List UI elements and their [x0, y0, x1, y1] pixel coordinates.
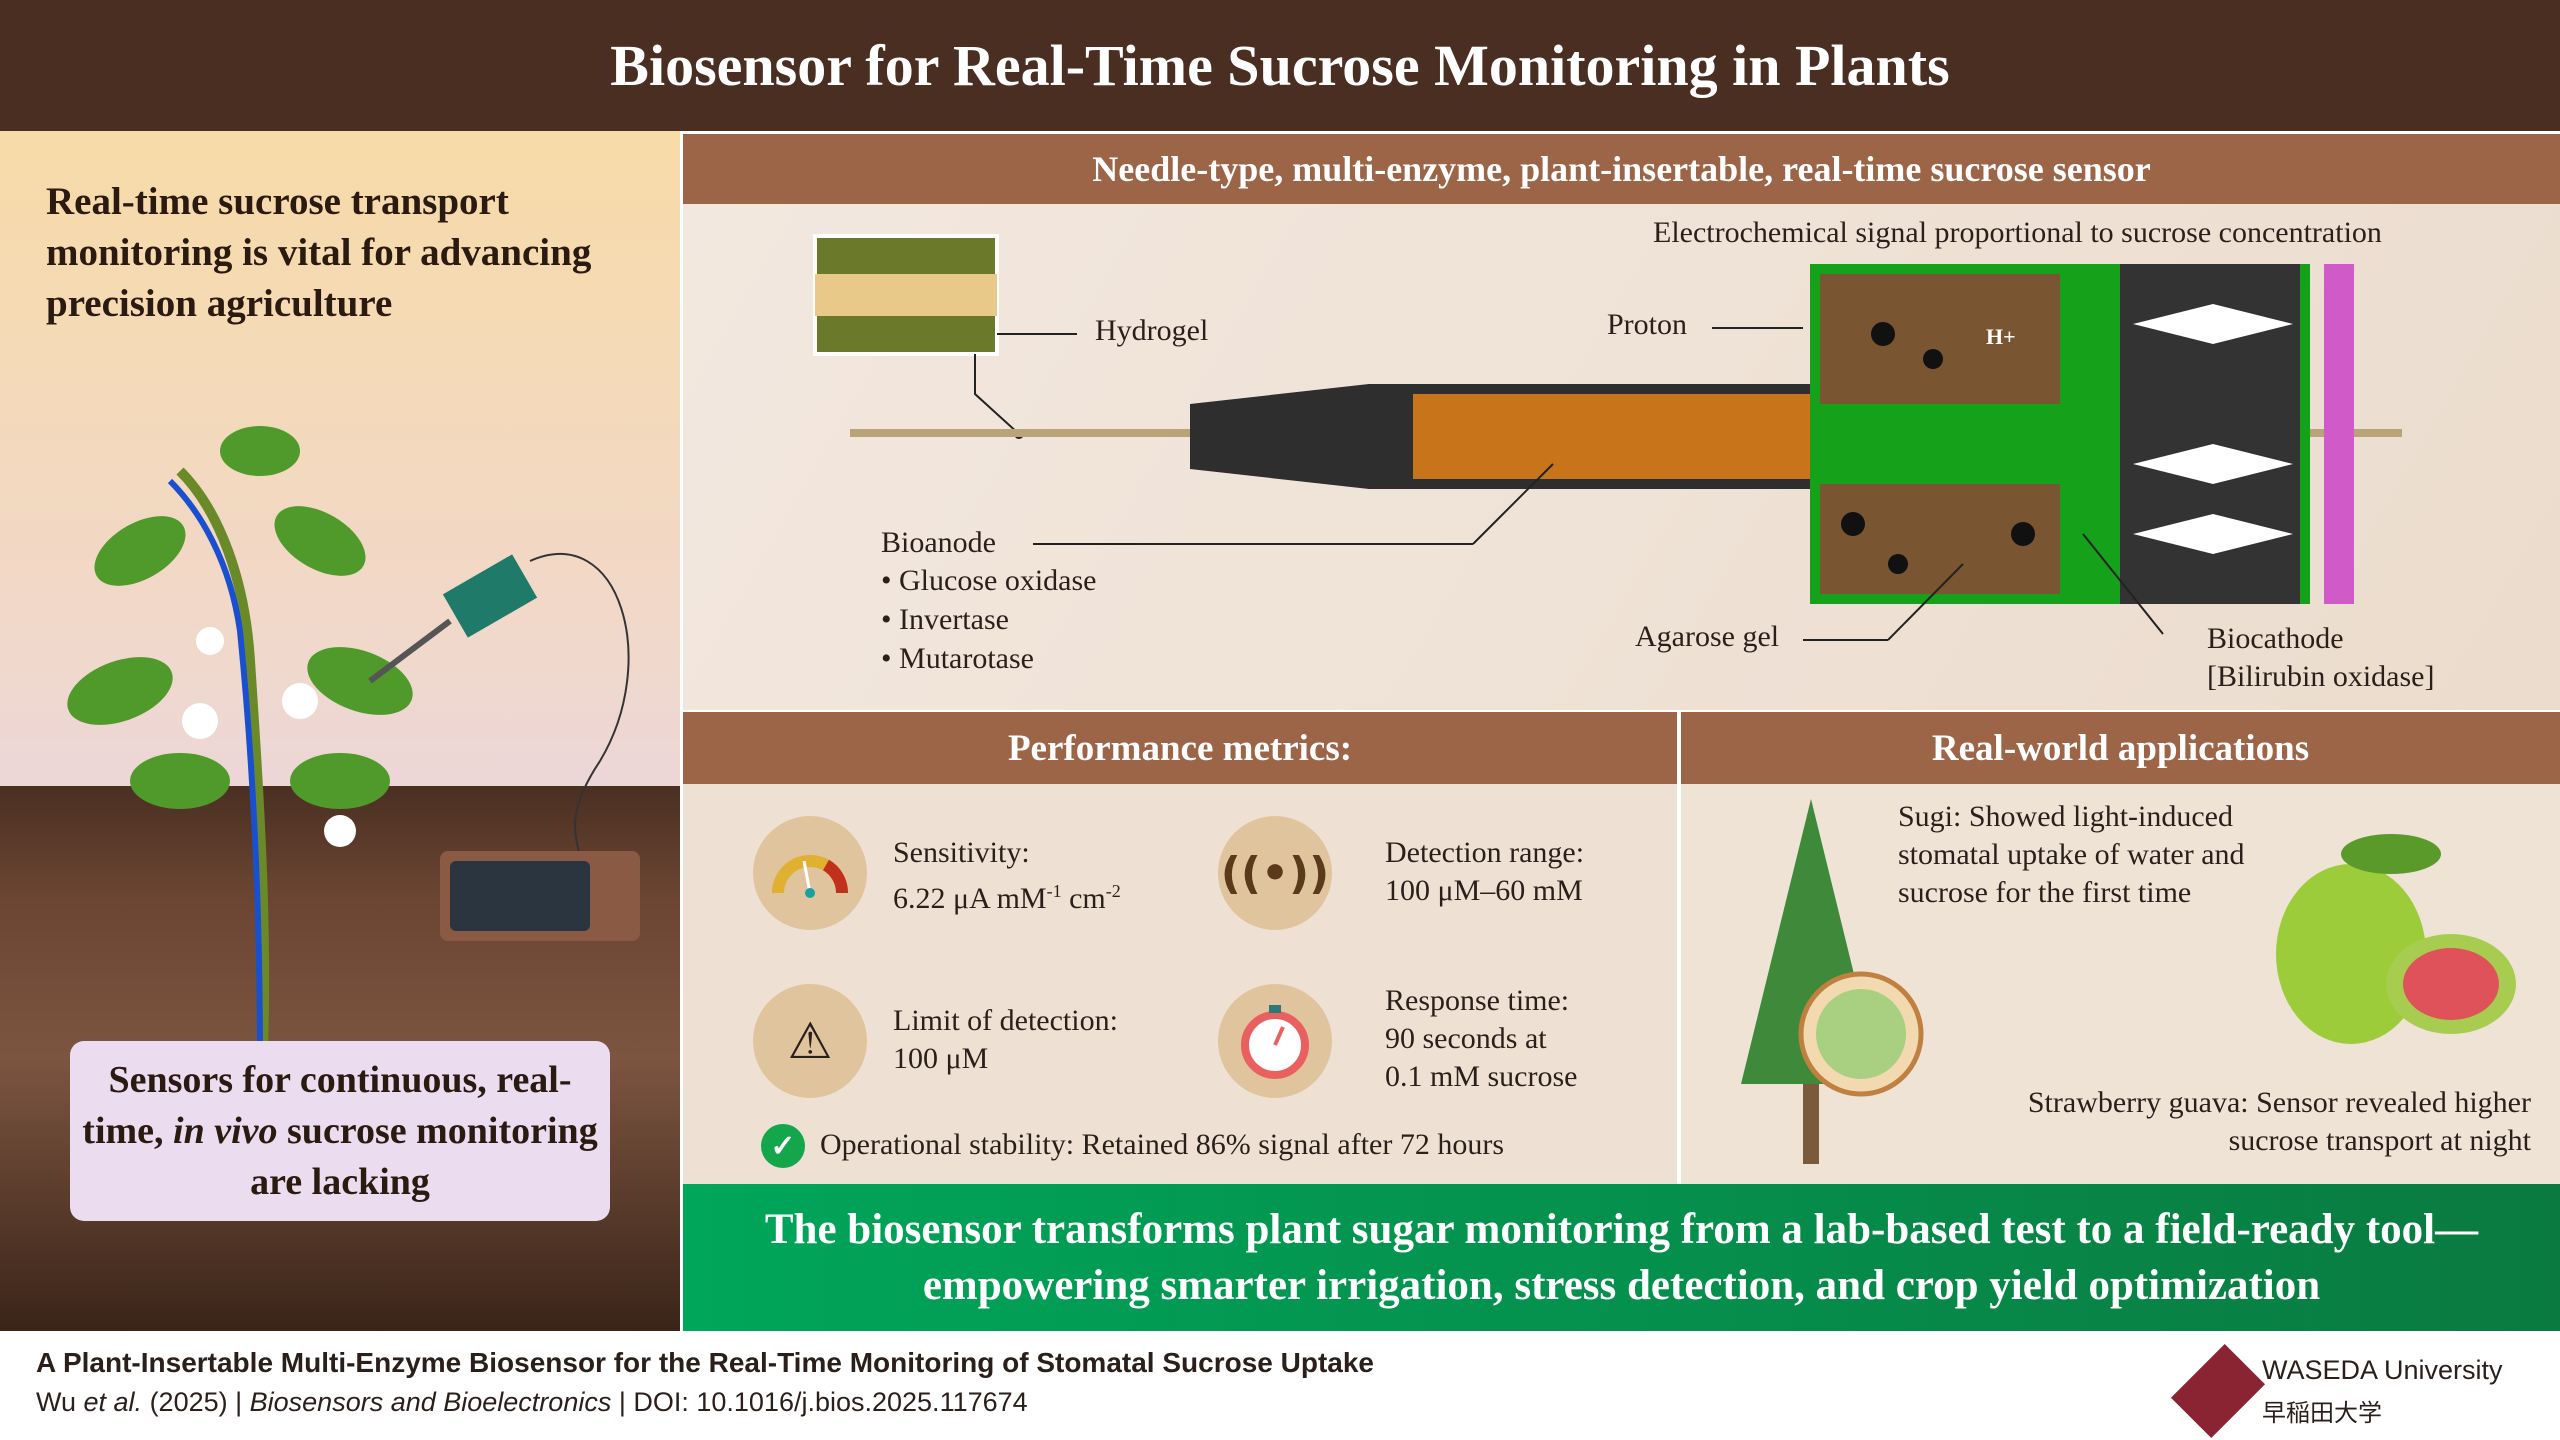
- detection-range-value: 100 μM–60 mM: [1385, 874, 1583, 907]
- proton-label: Proton: [1607, 308, 1688, 341]
- applications-panel: Sugi: Showed light-induced stomatal upta…: [1681, 784, 2560, 1184]
- callout-italic: in vivo: [173, 1109, 278, 1152]
- needle-sensor-illustration: [813, 234, 2402, 641]
- conclusion-banner: The biosensor transforms plant sugar mon…: [683, 1184, 2560, 1331]
- university-name: WASEDA University: [2262, 1355, 2503, 1385]
- paper-title: A Plant-Insertable Multi-Enzyme Biosenso…: [36, 1347, 1374, 1378]
- guava-illustration: [2276, 834, 2516, 1044]
- bioanode-label: Bioanode: [881, 526, 996, 559]
- h-plus-label: H+: [1986, 324, 2016, 349]
- lod-label: Limit of detection:: [893, 1004, 1118, 1037]
- exponent: -1: [1046, 881, 1062, 901]
- response-label: Response time:: [1385, 984, 1570, 1017]
- doi-link[interactable]: | DOI: 10.1016/j.bios.2025.117674: [611, 1387, 1028, 1417]
- performance-header: Performance metrics:: [683, 712, 1677, 784]
- performance-metrics: Sensitivity: 6.22 μA mM-1 cm-2 ((•)) Det…: [683, 784, 1677, 1184]
- cedar-tree-illustration: [1741, 799, 1924, 1164]
- left-heading: Real-time sucrose transport monitoring i…: [46, 180, 592, 325]
- stopwatch-icon: [1218, 984, 1332, 1098]
- applications-header: Real-world applications: [1681, 712, 2560, 784]
- sugi-application-text: Sugi: Showed light-induced stomatal upta…: [1898, 800, 2245, 909]
- unit: cm: [1061, 882, 1106, 915]
- response-value-1: 90 seconds at: [1385, 1022, 1547, 1055]
- warning-magnifier-icon: ⚠: [753, 984, 867, 1098]
- biocathode-enzyme: [Bilirubin oxidase]: [2207, 660, 2435, 693]
- signal-label: Electrochemical signal proportional to s…: [1653, 216, 2382, 249]
- sensitivity-number: 6.22 μA mM: [893, 882, 1047, 915]
- signal-wave-icon: ((•)): [1218, 816, 1332, 930]
- citation: Wu et al. (2025) | Biosensors and Bioele…: [36, 1387, 1028, 1418]
- hydrogel-label: Hydrogel: [1095, 314, 1209, 347]
- biocathode-label: Biocathode: [2207, 622, 2344, 655]
- exponent: -2: [1105, 881, 1121, 901]
- plant-illustration: [67, 426, 640, 1112]
- university-name-jp: 早稲田大学: [2262, 1399, 2382, 1427]
- stability-text: Operational stability: Retained 86% sign…: [820, 1128, 1504, 1161]
- enzyme-text: Mutarotase: [899, 642, 1034, 675]
- detection-range-label: Detection range:: [1385, 836, 1585, 869]
- waseda-logo-icon: [2170, 1343, 2266, 1439]
- response-value-2: 0.1 mM sucrose: [1385, 1060, 1578, 1093]
- gauge-icon: [753, 816, 867, 930]
- lacking-sensors-callout: Sensors for continuous, real-time, in vi…: [70, 1041, 610, 1221]
- sensor-diagram: Electrochemical signal proportional to s…: [683, 204, 2560, 710]
- lod-value: 100 μM: [893, 1042, 989, 1075]
- et-al: et al.: [83, 1387, 143, 1417]
- enzyme-text: Invertase: [899, 603, 1009, 636]
- agarose-label: Agarose gel: [1635, 620, 1780, 653]
- sensitivity-label: Sensitivity:: [893, 836, 1030, 869]
- guava-application-text: Strawberry guava: Sensor revealed higher…: [2027, 1086, 2531, 1157]
- authors: Wu: [36, 1387, 84, 1417]
- enzyme-text: Glucose oxidase: [899, 564, 1097, 597]
- footer: A Plant-Insertable Multi-Enzyme Biosenso…: [0, 1331, 2560, 1440]
- sensor-section-header: Needle-type, multi-enzyme, plant-inserta…: [683, 134, 2560, 204]
- page-title: Biosensor for Real-Time Sucrose Monitori…: [0, 0, 2560, 131]
- year: (2025) |: [142, 1387, 250, 1417]
- enzyme-mutarotase: • Mutarotase: [881, 642, 1034, 675]
- journal: Biosensors and Bioelectronics: [249, 1387, 612, 1417]
- left-panel: Real-time sucrose transport monitoring i…: [0, 131, 680, 1331]
- callout-text-end: sucrose monitoring are lacking: [250, 1109, 598, 1203]
- enzyme-glucose-oxidase: • Glucose oxidase: [881, 564, 1097, 597]
- enzyme-invertase: • Invertase: [881, 603, 1009, 636]
- sensitivity-value: 6.22 μA mM-1 cm-2: [893, 872, 1121, 918]
- callout-text: Sensors for continuous, real-time,: [82, 1058, 572, 1152]
- check-icon: ✓: [761, 1124, 805, 1168]
